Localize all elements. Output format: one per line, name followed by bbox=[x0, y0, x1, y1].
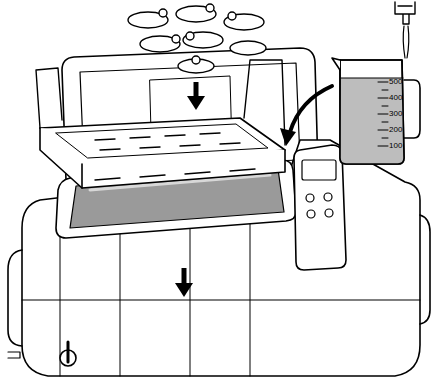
pour-arrow-head bbox=[280, 128, 296, 146]
valve-lever bbox=[67, 342, 70, 362]
rings bbox=[128, 4, 266, 73]
button bbox=[324, 193, 332, 201]
arrow-shaft bbox=[194, 82, 199, 98]
body-ribs bbox=[60, 224, 250, 376]
jug-outline bbox=[340, 60, 404, 164]
bumper-left bbox=[8, 250, 22, 346]
scale-ticks bbox=[378, 82, 388, 146]
water-stream bbox=[403, 26, 409, 58]
control-panel bbox=[294, 145, 346, 270]
jug-liquid bbox=[340, 78, 404, 164]
pour-arrow bbox=[290, 86, 332, 132]
display bbox=[302, 160, 336, 180]
basket-edge bbox=[81, 164, 83, 188]
button bbox=[306, 194, 314, 202]
drain-pipe bbox=[8, 352, 20, 358]
scale-number: 500 bbox=[389, 78, 402, 86]
basket-slots bbox=[95, 169, 255, 180]
basket-side bbox=[40, 128, 285, 188]
scale-number: 300 bbox=[389, 110, 402, 118]
scale-number: 100 bbox=[389, 142, 402, 150]
button bbox=[307, 210, 315, 218]
jug bbox=[340, 60, 404, 164]
scale-number: 400 bbox=[389, 94, 402, 102]
basket-floor bbox=[56, 124, 268, 158]
body-seam bbox=[22, 299, 420, 300]
arrow-shaft bbox=[182, 268, 187, 285]
arrow-head bbox=[175, 283, 193, 297]
button bbox=[325, 209, 333, 217]
scale-number: 200 bbox=[389, 126, 402, 134]
arrow-head bbox=[187, 96, 205, 110]
basket-slots bbox=[95, 133, 240, 150]
jug-handle bbox=[404, 80, 420, 138]
bumper-right bbox=[420, 215, 430, 324]
jug-spout bbox=[332, 58, 340, 70]
basket-handles bbox=[36, 60, 285, 145]
faucet bbox=[395, 2, 415, 24]
